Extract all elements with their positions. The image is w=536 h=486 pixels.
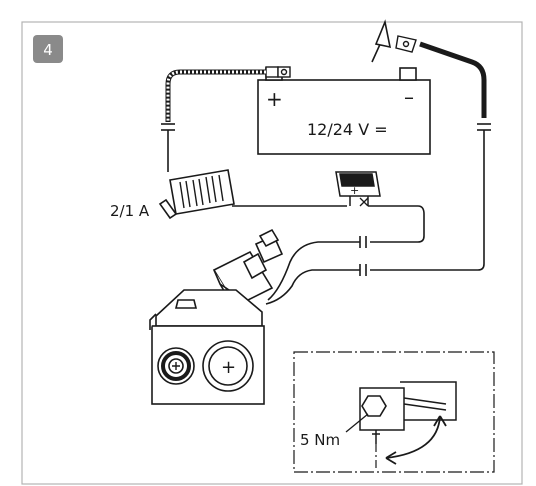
positive-cable-clamp xyxy=(265,66,291,78)
positive-wire xyxy=(161,69,266,172)
valve-body xyxy=(149,289,265,405)
valve-port-left xyxy=(157,347,195,385)
battery xyxy=(257,67,431,155)
battery-plus-sign: + xyxy=(266,87,283,111)
remove-arrow-icon xyxy=(371,19,392,63)
valve-plus-sign: + xyxy=(221,357,236,378)
fuse-holder xyxy=(158,169,235,220)
step-badge: 4 xyxy=(33,35,63,63)
switch-terminal-mark xyxy=(359,197,369,207)
valve-port-right xyxy=(202,340,254,392)
fuse-label: 2/1 A xyxy=(110,202,150,220)
detail-connector xyxy=(359,381,457,444)
negative-cable xyxy=(419,41,487,118)
battery-voltage-label: 12/24 V = xyxy=(307,120,388,139)
ground-wire xyxy=(265,123,491,305)
figure-frame xyxy=(21,21,523,485)
switch-plus-sign: + xyxy=(350,184,359,197)
torque-label: 5 Nm xyxy=(300,431,340,449)
rocker-switch xyxy=(335,171,381,206)
battery-minus-sign: – xyxy=(404,85,414,109)
torque-leader xyxy=(345,413,369,433)
switch-to-valve-wire xyxy=(267,205,425,301)
rotation-arrow-icon xyxy=(385,415,447,465)
step-number: 4 xyxy=(43,41,53,59)
detail-inset-frame xyxy=(293,351,495,473)
negative-cable-clamp xyxy=(395,35,417,53)
